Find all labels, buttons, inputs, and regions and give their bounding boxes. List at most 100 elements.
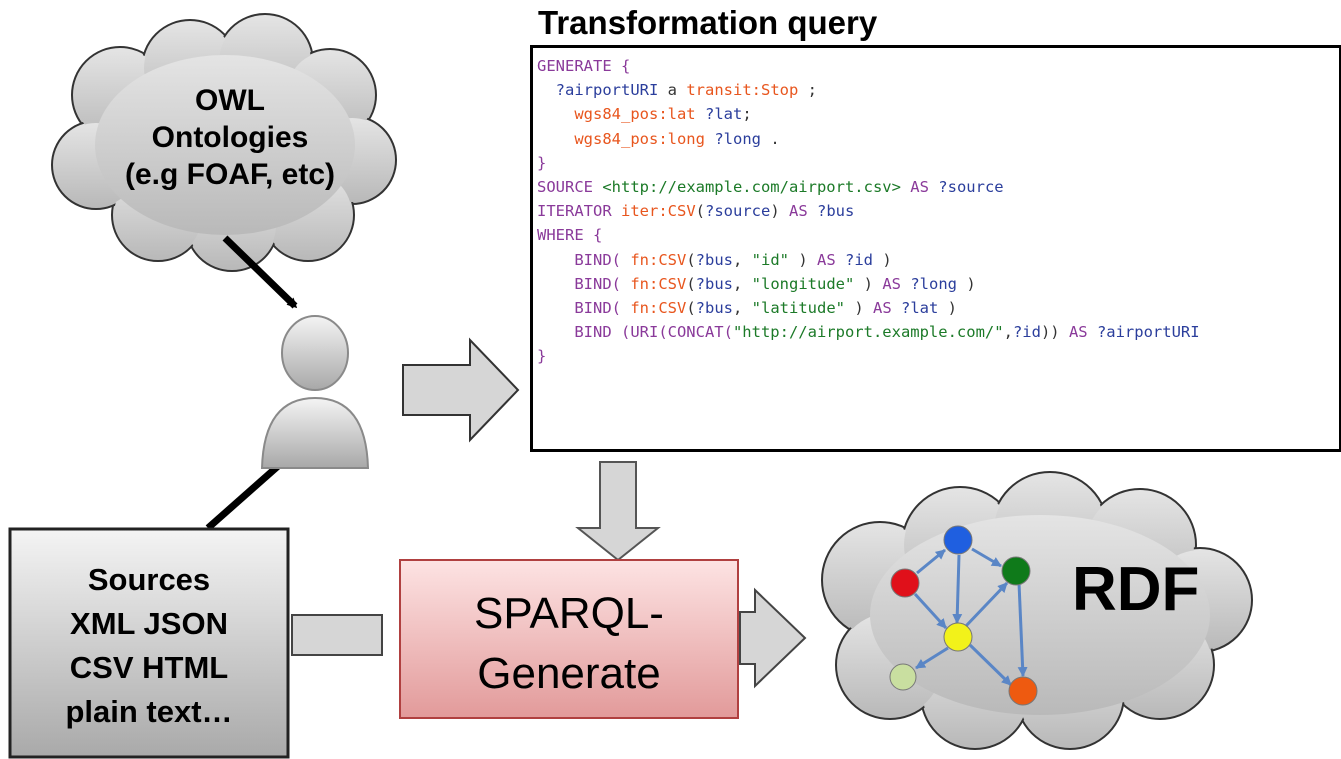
rdf-graph-nodes bbox=[889, 525, 1038, 706]
code-token: ) bbox=[845, 299, 873, 318]
code-token: iter:CSV bbox=[621, 202, 696, 221]
code-token: "longitude" bbox=[751, 274, 855, 293]
code-token: "latitude" bbox=[751, 299, 845, 318]
code-line-9: BIND( fn:CSV(?bus, "id" ) AS ?id ) bbox=[537, 248, 1339, 272]
code-token: SOURCE bbox=[537, 178, 603, 197]
code-token: GENERATE { bbox=[537, 57, 631, 75]
code-token: )) bbox=[1040, 323, 1069, 342]
sources-line-3: CSV HTML bbox=[70, 650, 228, 685]
code-token: BIND( bbox=[537, 250, 631, 269]
code-token: ?bus bbox=[817, 202, 855, 221]
code-token: ?lat bbox=[901, 299, 939, 318]
ontology-line-1: OWL bbox=[195, 84, 265, 117]
code-token: BIND( bbox=[537, 274, 631, 293]
code-token: ; bbox=[742, 105, 752, 124]
code-token: ?source bbox=[705, 202, 771, 221]
code-token: fn:CSV bbox=[630, 274, 687, 293]
code-token: ?bus bbox=[695, 250, 733, 269]
code-line-11: BIND( fn:CSV(?bus, "latitude" ) AS ?lat … bbox=[537, 296, 1339, 320]
code-token: ?source bbox=[938, 178, 1004, 197]
code-line-12: BIND (URI(CONCAT("http://airport.example… bbox=[537, 320, 1339, 344]
code-line-10: BIND( fn:CSV(?bus, "longitude" ) AS ?lon… bbox=[537, 272, 1339, 296]
code-token: ) bbox=[770, 202, 789, 221]
code-line-8: WHERE { bbox=[537, 223, 1339, 247]
code-token: . bbox=[761, 129, 780, 148]
code-token: "http://airport.example.com/" bbox=[732, 323, 1004, 342]
code-token: ) bbox=[957, 274, 976, 293]
code-token: "id" bbox=[751, 250, 789, 269]
code-line-6: SOURCE <http://example.com/airport.csv> … bbox=[537, 175, 1339, 199]
edge-yellow-lightgreen bbox=[915, 646, 949, 670]
node-blue bbox=[943, 525, 973, 555]
code-line-5: } bbox=[537, 151, 1339, 175]
engine-to-rdf-arrow bbox=[739, 587, 807, 689]
ontology-line-2: Ontologies bbox=[152, 121, 309, 154]
code-token: ) bbox=[873, 250, 892, 269]
rdf-label: RDF bbox=[1072, 555, 1199, 624]
edge-yellow-orange bbox=[968, 643, 1013, 687]
code-line-2: ?airportURI a transit:Stop ; bbox=[537, 78, 1339, 102]
code-token: fn:CSV bbox=[630, 250, 687, 269]
rdf-cloud bbox=[821, 471, 1253, 750]
code-token: ) bbox=[789, 250, 817, 269]
code-token: ITERATOR bbox=[537, 202, 621, 221]
code-token: wgs84_pos:lat bbox=[574, 105, 696, 124]
code-token: ) bbox=[938, 299, 957, 318]
code-token: ?bus bbox=[695, 299, 733, 318]
code-token: ( bbox=[686, 299, 696, 318]
code-token: ( bbox=[686, 250, 696, 269]
query-code-box: GENERATE { ?airportURI a transit:Stop ; … bbox=[530, 45, 1341, 452]
code-token: <http://example.com/airport.csv> bbox=[602, 178, 901, 197]
code-token: , bbox=[733, 299, 752, 318]
code-token: wgs84_pos:long bbox=[574, 129, 705, 148]
edge-blue-green bbox=[971, 547, 1002, 568]
code-token: a bbox=[658, 81, 687, 100]
code-line-7: ITERATOR iter:CSV(?source) AS ?bus bbox=[537, 199, 1339, 223]
code-token bbox=[696, 105, 705, 123]
code-token: AS bbox=[1068, 323, 1097, 342]
sources-box bbox=[8, 527, 290, 759]
code-token bbox=[537, 105, 574, 123]
query-code: GENERATE { ?airportURI a transit:Stop ; … bbox=[533, 48, 1339, 369]
sources-to-engine-arrow bbox=[291, 614, 383, 656]
ontology-line-3: (e.g FOAF, etc) bbox=[125, 158, 335, 191]
code-token: , bbox=[733, 274, 752, 293]
code-token: AS bbox=[873, 299, 901, 318]
code-token: } bbox=[537, 347, 547, 366]
code-token: , bbox=[733, 250, 752, 269]
code-token: BIND( bbox=[537, 299, 631, 318]
node-lightgreen bbox=[889, 663, 917, 691]
node-red bbox=[890, 568, 920, 598]
code-token bbox=[537, 130, 574, 148]
code-token: AS bbox=[882, 274, 911, 293]
rdf-graph-edges bbox=[913, 547, 1028, 687]
code-token: ?lat bbox=[705, 105, 743, 124]
code-token: BIND (URI(CONCAT( bbox=[537, 323, 733, 342]
code-token bbox=[537, 81, 556, 99]
ontology-to-user-arrow bbox=[222, 235, 298, 309]
query-to-engine-arrow bbox=[575, 461, 661, 562]
node-green bbox=[1001, 556, 1031, 586]
code-token: ?long bbox=[910, 274, 957, 293]
code-token: AS bbox=[817, 250, 845, 269]
code-token: transit:Stop bbox=[686, 81, 799, 100]
code-line-3: wgs84_pos:lat ?lat; bbox=[537, 102, 1339, 126]
code-token: ; bbox=[798, 81, 817, 100]
code-token: AS bbox=[900, 178, 939, 197]
sources-line-2: XML JSON bbox=[70, 606, 228, 641]
code-token bbox=[705, 130, 714, 148]
code-token: WHERE { bbox=[537, 226, 603, 245]
code-token: ( bbox=[695, 202, 705, 221]
code-token: ?long bbox=[714, 129, 761, 148]
edge-yellow-green bbox=[963, 581, 1009, 629]
code-token: ) bbox=[854, 274, 883, 293]
code-token: } bbox=[537, 153, 547, 172]
node-yellow bbox=[943, 622, 973, 652]
code-line-4: wgs84_pos:long ?long . bbox=[537, 127, 1339, 151]
code-line-1: GENERATE { bbox=[537, 54, 1339, 78]
code-token: ( bbox=[686, 274, 696, 293]
edge-red-yellow bbox=[913, 592, 948, 630]
code-token: ?bus bbox=[695, 274, 733, 293]
code-token: ?airportURI bbox=[1096, 323, 1200, 342]
